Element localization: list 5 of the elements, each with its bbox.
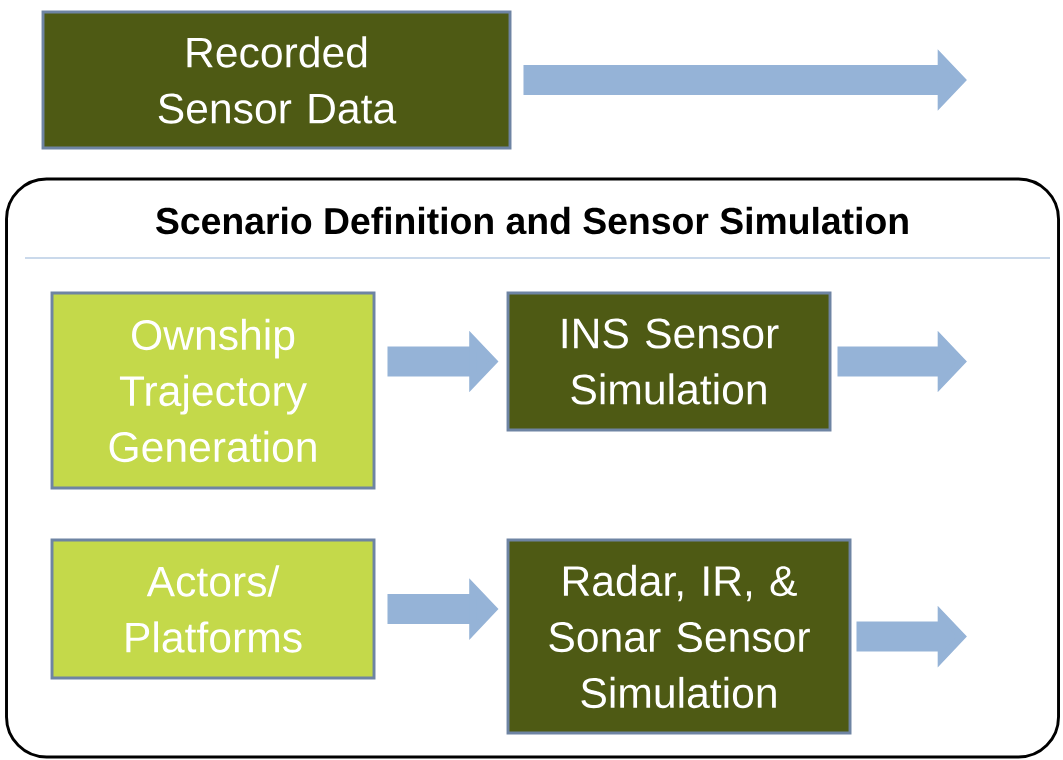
input-box: Actors/ Platforms [50, 538, 376, 680]
process-box: Radar, IR, & Sonar Sensor Simulation [506, 538, 852, 735]
process-box: INS Sensor Simulation [506, 291, 832, 432]
input-box: Ownship Trajectory Generation [50, 291, 376, 490]
process-box: Recorded Sensor Data [41, 10, 512, 150]
